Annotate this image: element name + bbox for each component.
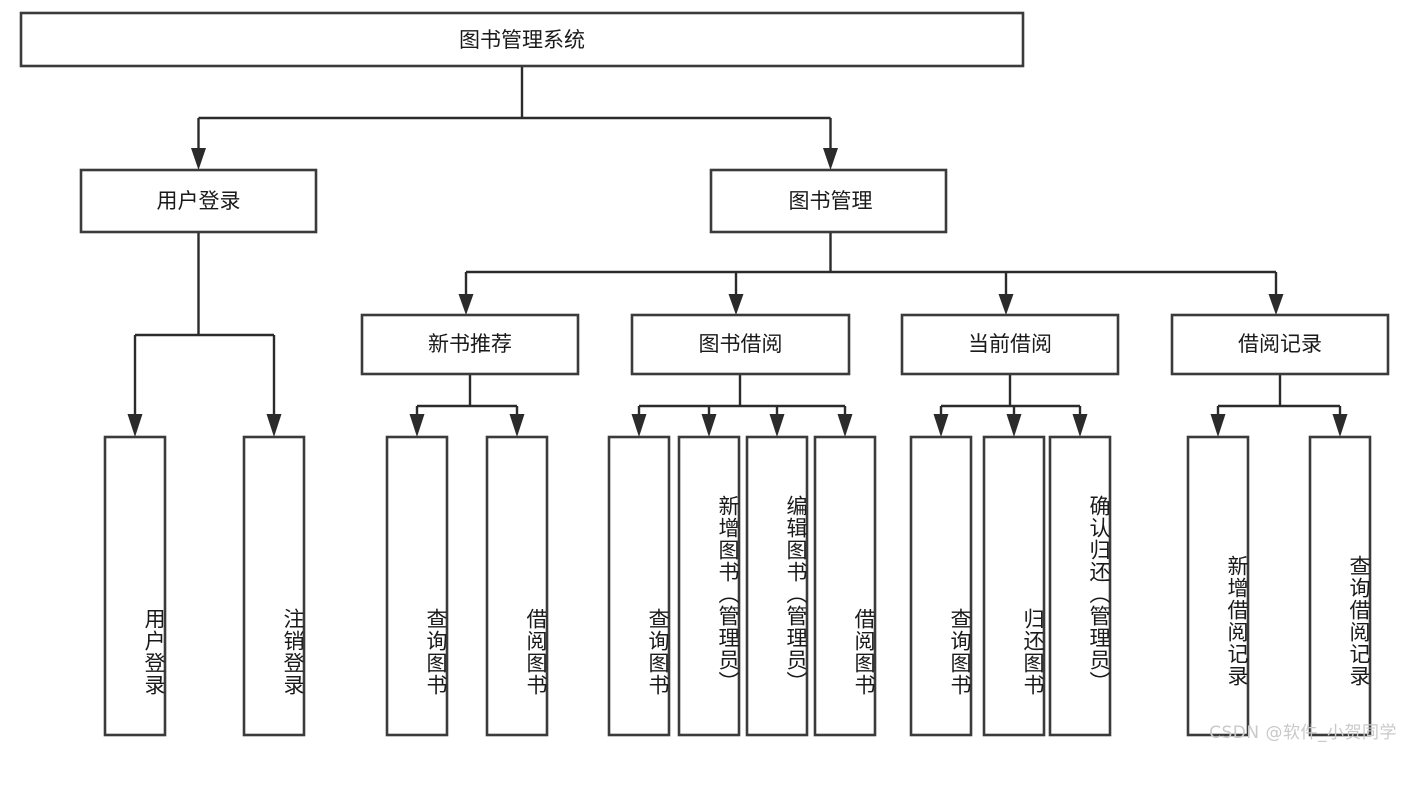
arrow-to-leaf-borrow-book-new — [509, 414, 525, 437]
node-book-borrow-label: 图书借阅 — [699, 332, 783, 356]
leaf-box-add-book[interactable] — [677, 435, 741, 737]
arrow-to-leaf-add-record — [1210, 414, 1226, 437]
diagram-canvas: 图书管理系统 用户登录 图书管理 新书推荐 图书借阅 当前借阅 — [19, 11, 1397, 743]
arrow-to-leaf-borrow-book — [837, 414, 853, 437]
leaf-box-logout[interactable] — [242, 435, 306, 737]
leaf-box-borrow-book[interactable] — [813, 435, 877, 737]
leaf-box-return-book[interactable] — [982, 435, 1046, 737]
node-root-label: 图书管理系统 — [459, 28, 585, 52]
arrow-to-leaf-query-record — [1332, 414, 1348, 437]
arrow-to-leaf-return-book — [1006, 414, 1022, 437]
leaf-box-borrow-book-new[interactable] — [485, 435, 549, 737]
leaf-box-query-book-new[interactable] — [385, 435, 449, 737]
tree-diagram-svg: 图书管理系统 用户登录 图书管理 新书推荐 图书借阅 当前借阅 — [19, 11, 1390, 737]
arrowhead-layer — [127, 148, 1348, 437]
node-current-borrow-label: 当前借阅 — [968, 332, 1052, 356]
leaf-box-query-book-current[interactable] — [909, 435, 973, 737]
arrow-to-leaf-edit-book — [769, 414, 785, 437]
arrow-to-book-borrow — [728, 294, 744, 315]
arrow-to-leaf-confirm-return — [1072, 414, 1088, 437]
leaf-box-query-record[interactable] — [1308, 435, 1372, 737]
arrow-to-leaf-logout — [266, 414, 282, 437]
arrow-to-leaf-query-book-new — [409, 414, 425, 437]
leaf-box-query-book-borrow[interactable] — [607, 435, 671, 737]
csdn-watermark: CSDN @软件_小贺同学 — [1209, 723, 1397, 743]
node-user-login-label: 用户登录 — [157, 189, 241, 213]
arrow-to-borrow-record — [1268, 294, 1284, 315]
arrow-to-book-management — [823, 148, 838, 170]
arrow-to-current-borrow — [998, 294, 1014, 315]
node-new-book-recommend[interactable]: 新书推荐 — [360, 313, 580, 376]
arrow-to-new-book-recommend — [458, 294, 474, 315]
arrow-to-user-login — [191, 148, 206, 170]
node-layer: 图书管理系统 用户登录 图书管理 新书推荐 图书借阅 当前借阅 — [19, 11, 1390, 737]
leaf-box-edit-book[interactable] — [745, 435, 809, 737]
leaf-box-user-login[interactable] — [103, 435, 167, 737]
arrow-to-leaf-user-login — [127, 414, 143, 437]
node-borrow-record-label: 借阅记录 — [1238, 332, 1322, 356]
leaf-box-layer — [103, 435, 1372, 737]
node-root[interactable]: 图书管理系统 — [19, 11, 1025, 68]
leaf-box-add-record[interactable] — [1186, 435, 1250, 737]
node-current-borrow[interactable]: 当前借阅 — [900, 313, 1120, 376]
node-book-management[interactable]: 图书管理 — [709, 168, 948, 234]
leaf-box-confirm-return[interactable] — [1048, 435, 1112, 737]
node-book-management-label: 图书管理 — [789, 189, 873, 213]
node-book-borrow[interactable]: 图书借阅 — [630, 313, 851, 376]
arrow-to-leaf-query-book-borrow — [631, 414, 647, 437]
node-user-login[interactable]: 用户登录 — [79, 168, 318, 234]
node-borrow-record[interactable]: 借阅记录 — [1170, 313, 1390, 376]
arrow-to-leaf-add-book — [701, 414, 717, 437]
arrow-to-leaf-query-book-current — [933, 414, 949, 437]
node-new-book-recommend-label: 新书推荐 — [428, 332, 512, 356]
